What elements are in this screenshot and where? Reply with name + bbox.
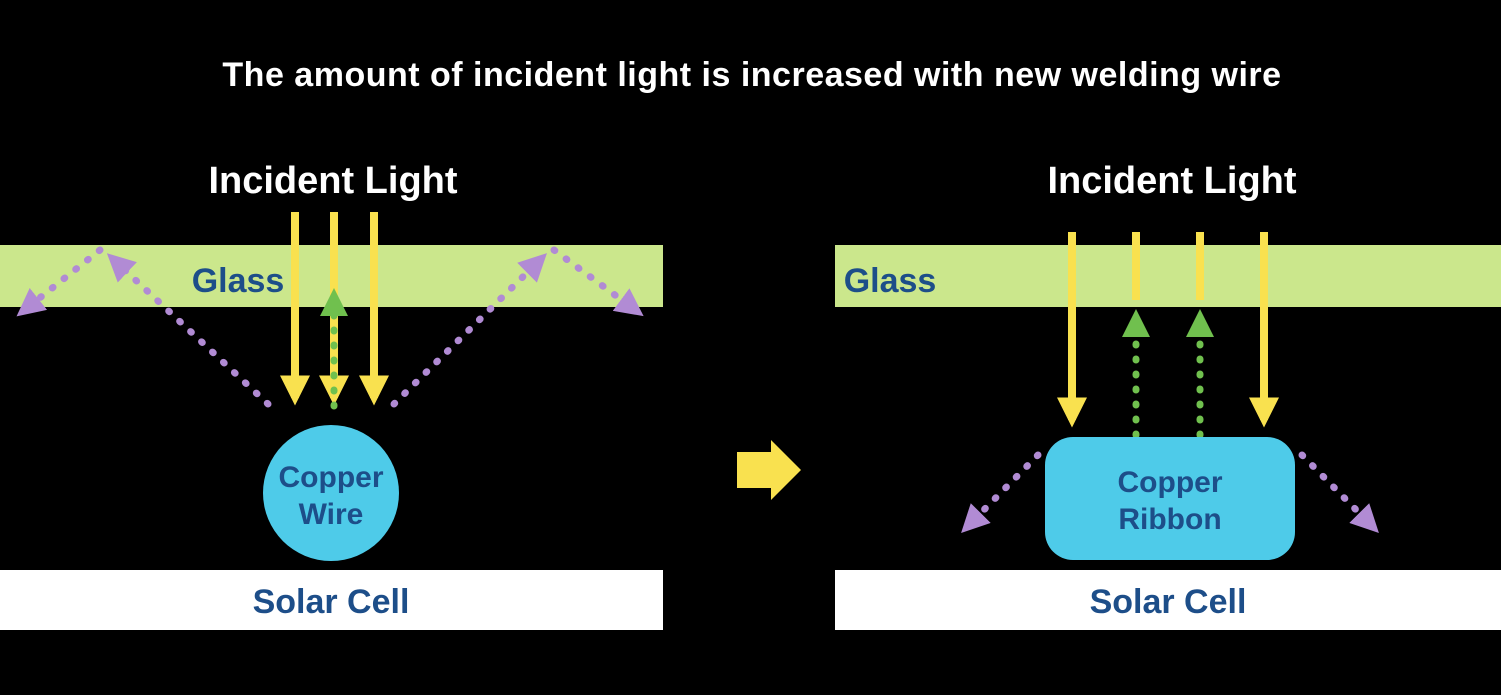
- diagram-title: The amount of incident light is increase…: [222, 56, 1281, 94]
- solar-cell-label-left: Solar Cell: [253, 583, 410, 621]
- glass-label-right: Glass: [844, 262, 937, 300]
- copper-ribbon-label-line2: Ribbon: [1118, 503, 1221, 536]
- scattered-ray-arrow: [106, 253, 272, 408]
- copper-wire-shape: [263, 425, 399, 561]
- copper-wire-label-line1: Copper: [279, 461, 384, 494]
- scattered-ray-arrow: [16, 246, 104, 317]
- glass-band-right: [835, 245, 1501, 307]
- solar-cell-band-left: [0, 570, 663, 630]
- solar-cell-label-right: Solar Cell: [1090, 583, 1247, 621]
- copper-wire-label-line2: Wire: [299, 498, 364, 531]
- incident-light-label-right: Incident Light: [1047, 160, 1296, 202]
- copper-ribbon-shape: [1045, 437, 1295, 560]
- incident-light-label-left: Incident Light: [208, 160, 457, 202]
- copper-ribbon-label-line1: Copper: [1118, 466, 1223, 499]
- scattered-ray-arrow: [550, 246, 644, 317]
- scattered-ray-arrow: [390, 253, 547, 408]
- scattered-ray-arrow: [961, 451, 1042, 533]
- transition-arrow-icon: [737, 440, 801, 500]
- solar-cell-band-right: [835, 570, 1501, 630]
- glass-label-left: Glass: [192, 262, 285, 300]
- scattered-ray-arrow: [1298, 451, 1379, 533]
